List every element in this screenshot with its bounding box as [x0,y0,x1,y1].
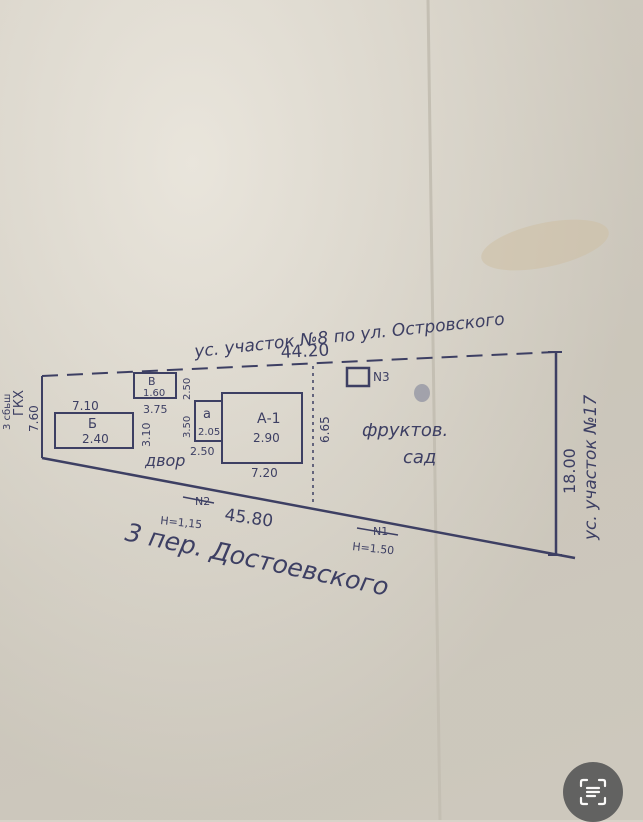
dim-375: 3.75 [143,403,168,416]
dim-665: 6.65 [318,416,332,443]
east-neighbor-label: ус. участок №17 [581,394,601,541]
marker-n3-label: N3 [373,370,390,384]
paper-stain [481,219,609,271]
paper-fold [426,0,442,820]
building-v [133,372,177,399]
south-dimension: 45.80 [223,505,274,532]
marker-n2-line [182,496,215,504]
north-boundary [41,351,557,377]
dim-250-top: 2.50 [182,378,193,400]
south-street-label: 3 пер. Достоевского [123,518,392,602]
building-b-height: 2.40 [82,432,109,446]
east-dimension: 18.00 [560,448,579,494]
marker-n1-label: N1 [373,525,388,538]
building-a1-height: 2.90 [253,431,280,445]
dim-710: 7.10 [72,399,99,413]
marker-n2-label: N2 [195,495,210,508]
building-b [54,412,134,449]
dim-250-bottom: 2.50 [190,445,215,458]
south-boundary [41,456,576,560]
garden-label-line1: фруктов. [362,420,448,441]
dim-350: 3.50 [182,416,193,438]
marker-n1-height: Н=1.50 [352,540,395,557]
marker-n3-box [345,366,371,388]
building-v-height: 1.60 [143,388,165,399]
building-v-label: В [148,375,156,388]
yard-label: двор [144,451,185,470]
marker-n2-height: Н=1,15 [160,514,203,531]
dim-720: 7.20 [251,466,278,480]
north-dimension: 44.20 [280,340,330,363]
document-scan-icon [579,778,607,806]
dim-310: 3.10 [140,423,153,448]
building-a-height: 2.05 [198,427,220,438]
west-label: ГКХ [12,390,27,416]
ink-blot [414,384,430,402]
building-b-label: Б [88,417,97,432]
scan-text-button[interactable] [563,762,623,822]
building-a [194,400,223,442]
north-neighbor-label: ус. участок №8 по ул. Островского [192,309,505,362]
west-dimension: 7.60 [27,405,41,432]
building-a-label: а [203,407,211,422]
edge-clipped-label: 3 сбьш [2,394,13,430]
garden-label-line2: сад [403,447,436,468]
building-a1 [221,392,303,464]
building-a1-label: А-1 [257,411,281,427]
marker-n1-line [356,527,399,536]
